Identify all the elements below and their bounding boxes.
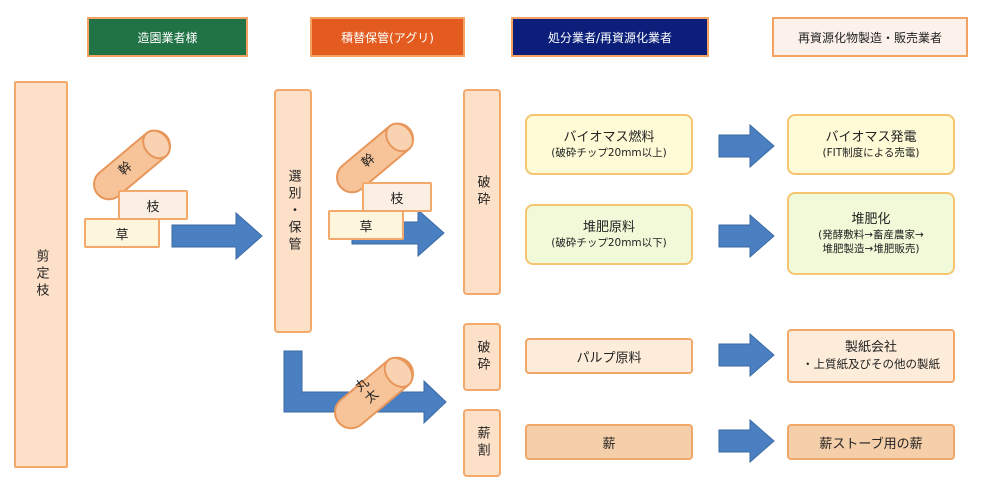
biomass-fuel-sub: (破砕チップ20mm以上) (551, 147, 667, 160)
biomass-power-title: バイオマス発電 (825, 129, 917, 145)
source-pruned-branches: 剪定枝 (14, 81, 68, 468)
stove-firewood-box: 薪ストーブ用の薪 (787, 424, 955, 460)
branch-piece-left: 枝 (118, 190, 188, 220)
arrow-left-to-sorting (171, 211, 263, 261)
arrow-compost-to-output (718, 213, 775, 259)
grass-piece-left: 草 (84, 218, 160, 248)
stove-firewood-title: 薪ストーブ用の薪 (819, 436, 923, 452)
compost-material-box: 堆肥原料 (破砕チップ20mm以下) (525, 204, 693, 265)
crush-process-2: 破砕 (463, 323, 501, 391)
trunk-cylinder-mid (336, 122, 414, 194)
paper-company-title: 製紙会社 (844, 340, 897, 356)
header-manufacturer: 再資源化物製造・販売業者 (772, 17, 968, 57)
paper-company-box: 製紙会社 ・上質紙及びその他の製紙 (787, 329, 955, 383)
source-label: 剪定枝 (33, 249, 49, 300)
compost-material-title: 堆肥原料 (582, 219, 635, 235)
compost-output-line1: (発酵敷料→畜産農家→ (818, 229, 924, 242)
header-storage: 積替保管(アグリ) (310, 17, 465, 57)
arrow-pulp-to-paper (718, 332, 775, 378)
compost-output-title: 堆肥化 (851, 211, 891, 227)
compost-material-sub: (破砕チップ20mm以下) (551, 237, 667, 250)
crush1-label: 破砕 (474, 175, 490, 209)
pulp-material-box: パルプ原料 (525, 338, 693, 374)
biomass-fuel-title: バイオマス燃料 (563, 129, 655, 145)
biomass-power-sub: (FIT制度による売電) (822, 147, 920, 160)
firewood-box: 薪 (525, 424, 693, 460)
arrow-firewood-to-stove (718, 418, 775, 464)
arrow-biomass-to-power (718, 123, 775, 169)
header-processor: 処分業者/再資源化業者 (511, 17, 709, 57)
split-process: 薪割 (463, 409, 501, 477)
branch-piece-mid: 枝 (362, 182, 432, 212)
grass-piece-mid: 草 (328, 210, 404, 240)
sorting-label: 選別・保管 (285, 168, 301, 254)
biomass-fuel-box: バイオマス燃料 (破砕チップ20mm以上) (525, 114, 693, 175)
paper-company-sub: ・上質紙及びその他の製紙 (802, 357, 940, 372)
header-landscaper: 造園業者様 (87, 17, 248, 57)
split-label: 薪割 (474, 426, 490, 460)
pulp-material-title: パルプ原料 (576, 350, 642, 366)
compost-output-box: 堆肥化 (発酵敷料→畜産農家→ 堆肥製造→堆肥販売) (787, 192, 955, 275)
crush-process-1: 破砕 (463, 89, 501, 295)
compost-output-line2: 堆肥製造→堆肥販売) (822, 243, 920, 256)
firewood-title: 薪 (602, 436, 616, 452)
log-cylinder (334, 356, 414, 430)
biomass-power-box: バイオマス発電 (FIT制度による売電) (787, 114, 955, 175)
crush2-label: 破砕 (474, 340, 490, 374)
trunk-cylinder-left (93, 129, 171, 201)
sorting-storage: 選別・保管 (274, 89, 312, 333)
